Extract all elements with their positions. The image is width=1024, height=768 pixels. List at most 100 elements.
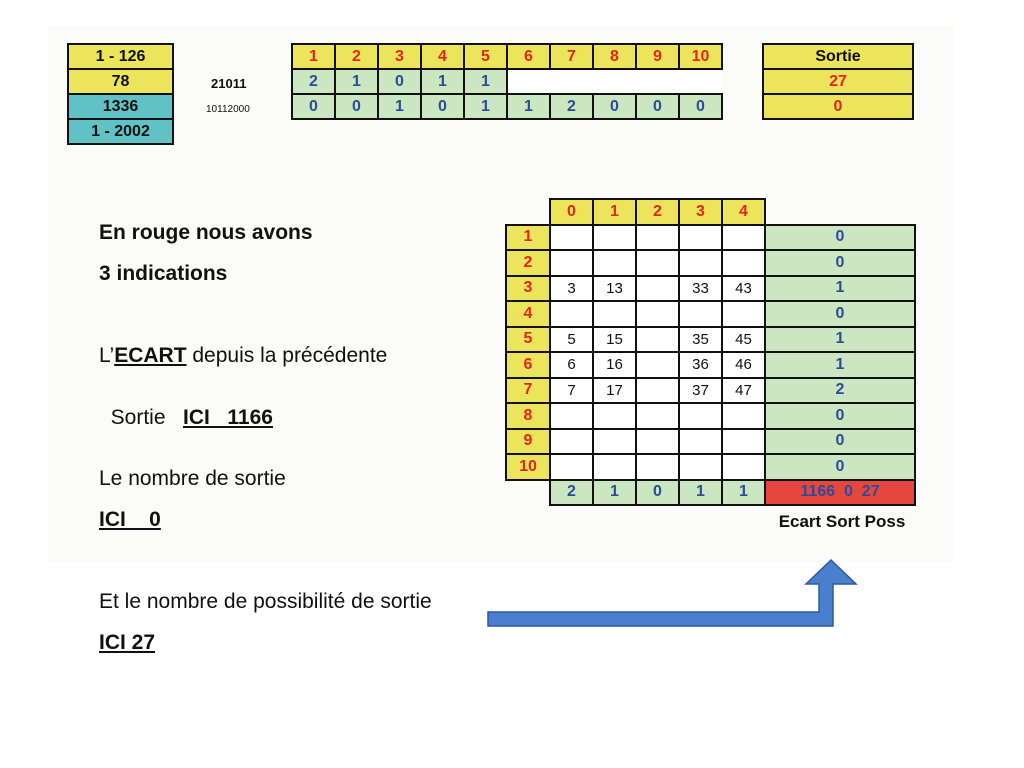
arrow-icon	[487, 558, 858, 627]
info-range: 1 - 126	[67, 43, 174, 70]
matrix-cell	[549, 300, 594, 328]
number-cell: 1	[420, 68, 465, 95]
matrix-cell	[549, 402, 594, 430]
matrix-cell: 46	[721, 351, 766, 379]
matrix-cell: 7	[549, 376, 594, 404]
number-header: 9	[635, 43, 680, 70]
matrix-caption: Ecart Sort Poss	[778, 512, 906, 531]
matrix-row-label: 10	[505, 453, 551, 481]
matrix-row-total: 2	[764, 376, 916, 404]
matrix-cell	[721, 427, 766, 455]
matrix-cell: 17	[592, 376, 637, 404]
matrix-cell	[721, 402, 766, 430]
matrix-row-total: 1	[764, 351, 916, 379]
matrix-cell	[592, 453, 637, 481]
matrix-row-total: 0	[764, 402, 916, 430]
matrix-cell: 35	[678, 325, 723, 353]
text-line-5: Le nombre de sortie	[99, 467, 286, 490]
number-header: 7	[549, 43, 594, 70]
matrix-header-row: 0 1 2 3 4	[506, 198, 915, 226]
matrix-cell	[678, 453, 723, 481]
arrow-shape	[487, 558, 858, 627]
matrix-cell: 33	[678, 274, 723, 302]
matrix-cell	[635, 325, 680, 353]
matrix-row-total: 0	[764, 300, 916, 328]
matrix-row: 2 0	[505, 249, 916, 277]
numbers-row-a: 2 1 0 1 1	[291, 68, 722, 95]
matrix-cell	[635, 300, 680, 328]
matrix-row-total: 0	[764, 427, 916, 455]
info-draw-range: 1 - 2002	[67, 118, 174, 145]
number-cell: 1	[463, 68, 508, 95]
matrix-cell	[721, 453, 766, 481]
matrix-cell: 37	[678, 376, 723, 404]
matrix-row-total: 0	[764, 249, 916, 277]
matrix-cell	[592, 223, 637, 251]
text-line-3-suffix: depuis la précédente	[186, 344, 388, 367]
number-cell: 1	[506, 93, 551, 120]
matrix-row: 8 0	[505, 402, 916, 430]
number-cell: 1	[377, 93, 422, 120]
matrix-row-label: 9	[505, 427, 551, 455]
corner-cell	[506, 199, 550, 225]
text-line-4-prefix: Sortie	[110, 406, 184, 429]
matrix-cell	[678, 223, 723, 251]
sortie-value-a: 27	[762, 68, 914, 95]
matrix-footer-cell: 1	[678, 478, 723, 506]
number-cell: 0	[334, 93, 379, 120]
matrix-row: 1 0	[505, 223, 916, 251]
sortie-value-b: 0	[762, 93, 914, 120]
matrix-cell: 15	[592, 325, 637, 353]
matrix-cell	[549, 249, 594, 277]
text-line-8: ICI 27	[99, 631, 156, 654]
numbers-table: 1 2 3 4 5 6 7 8 9 10 2 1 0 1 1 0 0 1 0 1…	[291, 43, 723, 120]
text-line-7: Et le nombre de possibilité de sortie	[99, 590, 432, 613]
matrix-row-total: 0	[764, 223, 916, 251]
matrix-cell	[592, 300, 637, 328]
matrix-cell	[592, 402, 637, 430]
matrix-cell	[592, 427, 637, 455]
number-cell: 0	[592, 93, 637, 120]
matrix-cell	[549, 223, 594, 251]
matrix-cell	[635, 223, 680, 251]
matrix-row-total: 1	[764, 325, 916, 353]
matrix-col-header: 0	[549, 198, 594, 226]
matrix-footer-row: 2 1 0 1 1 1166 0 27	[506, 478, 916, 506]
matrix-table: 0 1 2 3 4 1 0 2 0 3 3 13 33 43 1 4	[505, 198, 916, 506]
matrix-row: 4 0	[505, 300, 916, 328]
text-line-2: 3 indications	[99, 262, 228, 285]
matrix-cell: 16	[592, 351, 637, 379]
numbers-row-b: 0 0 1 0 1 1 2 0 0 0	[291, 93, 723, 120]
code-label-a: 21011	[211, 76, 247, 91]
number-header: 1	[291, 43, 336, 70]
info-table: 1 - 126 78 1336 1 - 2002	[67, 43, 174, 145]
numbers-header-row: 1 2 3 4 5 6 7 8 9 10	[291, 43, 723, 70]
matrix-row: 3 3 13 33 43 1	[505, 274, 916, 302]
matrix-cell	[635, 249, 680, 277]
matrix-cell	[592, 249, 637, 277]
matrix-cell	[721, 223, 766, 251]
number-cell: 1	[463, 93, 508, 120]
info-draw-number: 1336	[67, 93, 174, 120]
number-header: 2	[334, 43, 379, 70]
matrix-cell: 13	[592, 274, 637, 302]
matrix-col-header: 2	[635, 198, 680, 226]
matrix-cell: 43	[721, 274, 766, 302]
matrix-cell	[635, 402, 680, 430]
blank-cell	[507, 69, 722, 94]
matrix-row-total: 0	[764, 453, 916, 481]
matrix-col-header: 1	[592, 198, 637, 226]
matrix-cell: 36	[678, 351, 723, 379]
matrix-row-total: 1	[764, 274, 916, 302]
matrix-row-label: 8	[505, 402, 551, 430]
number-cell: 1	[334, 68, 379, 95]
text-line-6: ICI 0	[99, 508, 161, 531]
matrix-footer-cell: 1	[721, 478, 766, 506]
text-line-1: En rouge nous avons	[99, 221, 313, 244]
matrix-cell	[635, 376, 680, 404]
matrix-cell: 6	[549, 351, 594, 379]
matrix-row-label: 2	[505, 249, 551, 277]
corner-cell	[765, 199, 915, 225]
number-cell: 0	[420, 93, 465, 120]
matrix-row: 6 6 16 36 46 1	[505, 351, 916, 379]
